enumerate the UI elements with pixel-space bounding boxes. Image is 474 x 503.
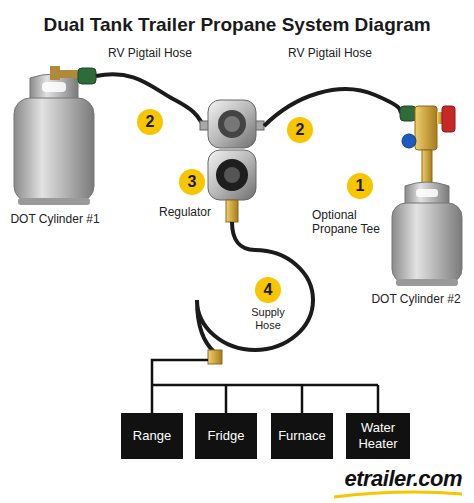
pigtail-hose [264, 89, 402, 126]
supply-hose [197, 222, 313, 352]
propane-tee [400, 106, 455, 184]
callout-number: 2 [287, 117, 313, 143]
appliance-box: Fridge [195, 413, 257, 459]
appliance-name: Water Heater [351, 420, 405, 451]
part-label: DOT Cylinder #2 [364, 292, 468, 306]
appliance-box: Water Heater [346, 413, 410, 459]
callout-number: 1 [347, 173, 373, 199]
appliance-box: Furnace [271, 413, 333, 459]
callout-circle [137, 109, 373, 303]
part-label: Supply Hose [246, 306, 290, 332]
part-label: Regulator [145, 205, 225, 219]
watermark-swoosh [334, 492, 462, 497]
callout-number: 4 [255, 277, 281, 303]
hose-label: RV Pigtail Hose [275, 46, 385, 60]
hose-label: RV Pigtail Hose [95, 46, 205, 60]
callout-number: 2 [137, 109, 163, 135]
part-label: Optional Propane Tee [312, 208, 388, 237]
callout-number: 3 [179, 169, 205, 195]
supply-line [152, 360, 378, 413]
appliance-name: Furnace [278, 428, 326, 444]
regulator [200, 100, 264, 222]
cylinder-2 [392, 182, 462, 286]
watermark: etrailer.com [302, 466, 462, 492]
diagram-title: Dual Tank Trailer Propane System Diagram [0, 14, 474, 36]
part-label: DOT Cylinder #1 [3, 212, 107, 226]
cylinder-1 [14, 66, 96, 205]
appliance-name: Range [133, 428, 171, 444]
appliance-name: Fridge [208, 428, 245, 444]
hose-fitting [208, 350, 222, 364]
appliance-box: Range [121, 413, 183, 459]
